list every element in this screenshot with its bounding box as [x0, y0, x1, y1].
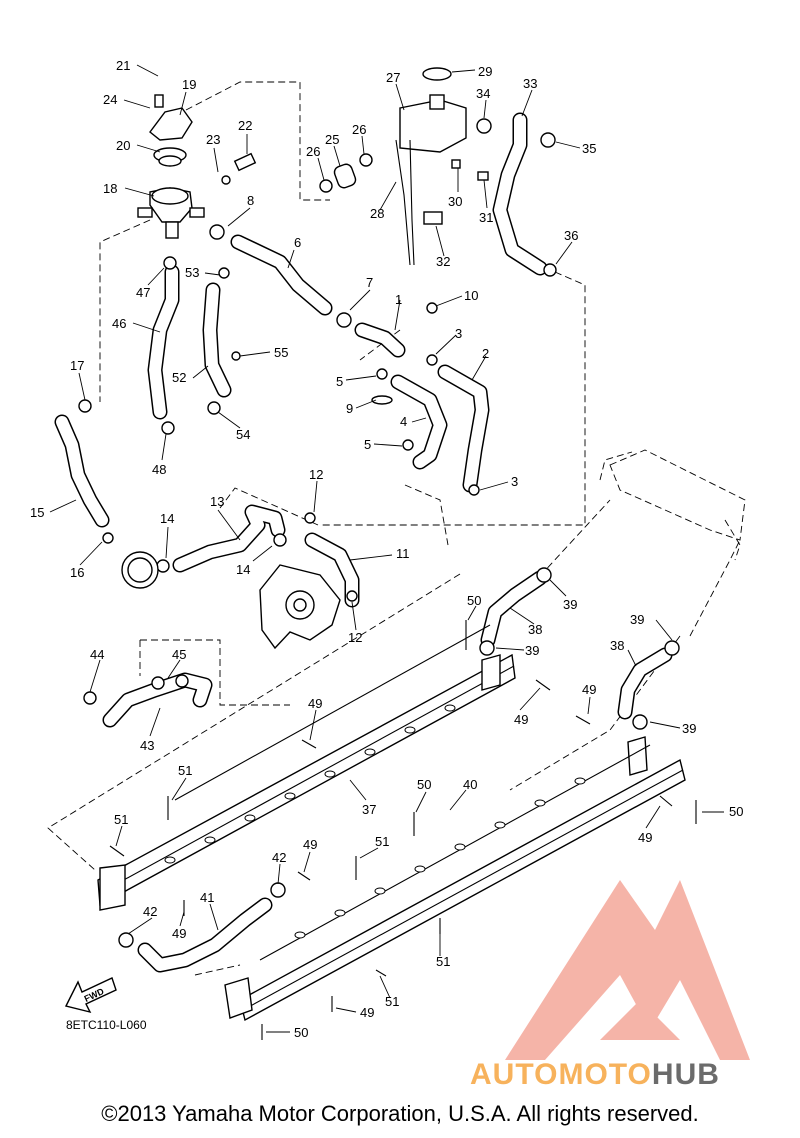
heat-exchanger-rails: [97, 624, 686, 1022]
callout-3b: 3: [511, 474, 518, 489]
thermostat-assembly: [137, 94, 257, 239]
callout-47: 47: [136, 285, 150, 300]
clamps-and-fittings: [78, 118, 680, 948]
callout-51d: 51: [436, 954, 450, 969]
callout-49c: 49: [308, 696, 322, 711]
rail-holes: [164, 704, 586, 939]
callout-14: 14: [160, 511, 174, 526]
callout-25: 25: [325, 132, 339, 147]
watermark-text: AUTOMOTOHUB: [470, 1058, 720, 1092]
coolant-hoses: [54, 112, 673, 973]
callout-33: 33: [523, 76, 537, 91]
callout-9: 9: [346, 401, 353, 416]
callout-42: 42: [272, 850, 286, 865]
callout-42b: 42: [143, 904, 157, 919]
callout-27: 27: [386, 70, 400, 85]
callout-19: 19: [182, 77, 196, 92]
callout-17: 17: [70, 358, 84, 373]
callout-15: 15: [30, 505, 44, 520]
callout-32: 32: [436, 254, 450, 269]
mounting-screws: [109, 620, 697, 1040]
callout-55: 55: [274, 345, 288, 360]
callout-53: 53: [185, 265, 199, 280]
fwd-arrow-icon: FWD: [64, 977, 117, 1014]
upper-right-radiator-outline: [599, 449, 746, 561]
callout-49f: 49: [172, 926, 186, 941]
callout-41: 41: [200, 890, 214, 905]
callout-26b: 26: [352, 122, 366, 137]
callout-6: 6: [294, 235, 301, 250]
callout-29: 29: [478, 64, 492, 79]
callout-49g: 49: [360, 1005, 374, 1020]
callout-3: 3: [455, 326, 462, 341]
callout-31: 31: [479, 210, 493, 225]
callout-51b: 51: [114, 812, 128, 827]
callout-11: 11: [396, 546, 410, 561]
callout-38: 38: [528, 622, 542, 637]
watermark-logo: [505, 880, 750, 1060]
callout-38b: 38: [610, 638, 624, 653]
watermark-text-part1: AUTOMOTO: [470, 1058, 652, 1091]
callout-34: 34: [476, 86, 490, 101]
callout-20: 20: [116, 138, 130, 153]
callout-7: 7: [366, 275, 373, 290]
water-pump: [121, 551, 341, 650]
callout-8: 8: [247, 193, 254, 208]
callout-22: 22: [238, 118, 252, 133]
callout-36: 36: [564, 228, 578, 243]
callout-21: 21: [116, 58, 130, 73]
callout-43: 43: [140, 738, 154, 753]
callout-4: 4: [400, 414, 407, 429]
callout-54: 54: [236, 427, 250, 442]
callout-39c: 39: [630, 612, 644, 627]
callout-12: 12: [309, 467, 323, 482]
callout-51e: 51: [385, 994, 399, 1009]
callout-10: 10: [464, 288, 478, 303]
leader-lines: [49, 64, 724, 1033]
callout-24: 24: [103, 92, 117, 107]
callout-50: 50: [467, 593, 481, 608]
callout-2: 2: [482, 346, 489, 361]
callout-14b: 14: [236, 562, 250, 577]
callout-49e: 49: [303, 837, 317, 852]
callout-39: 39: [563, 597, 577, 612]
copyright-footer: ©2013 Yamaha Motor Corporation, U.S.A. A…: [101, 1101, 699, 1126]
callout-23: 23: [206, 132, 220, 147]
callout-48: 48: [152, 462, 166, 477]
callout-26: 26: [306, 144, 320, 159]
callout-13: 13: [210, 494, 224, 509]
callout-50b: 50: [417, 777, 431, 792]
callout-40: 40: [463, 777, 477, 792]
callout-12b: 12: [348, 630, 362, 645]
callout-numbers: 21 19 24 20 23 22 18 8 6 7 53 47 46 55 5…: [30, 58, 743, 1040]
callout-18: 18: [103, 181, 117, 196]
coolant-reservoir: [395, 67, 489, 266]
callout-52: 52: [172, 370, 186, 385]
callout-51: 51: [178, 763, 192, 778]
callout-1: 1: [395, 292, 402, 307]
callout-44: 44: [90, 647, 104, 662]
diagram-code: 8ETC110-L060: [66, 1018, 147, 1032]
callout-49d: 49: [638, 830, 652, 845]
watermark-text-part2: HUB: [651, 1058, 720, 1091]
callout-28: 28: [370, 206, 384, 221]
callout-49b: 49: [514, 712, 528, 727]
callout-30: 30: [448, 194, 462, 209]
callout-37: 37: [362, 802, 376, 817]
callout-50d: 50: [294, 1025, 308, 1040]
callout-50c: 50: [729, 804, 743, 819]
callout-46: 46: [112, 316, 126, 331]
callout-5: 5: [336, 374, 343, 389]
callout-51c: 51: [375, 834, 389, 849]
callout-45: 45: [172, 647, 186, 662]
callout-16: 16: [70, 565, 84, 580]
callout-49: 49: [582, 682, 596, 697]
callout-35: 35: [582, 141, 596, 156]
callout-39d: 39: [682, 721, 696, 736]
callout-39b: 39: [525, 643, 539, 658]
callout-5b: 5: [364, 437, 371, 452]
